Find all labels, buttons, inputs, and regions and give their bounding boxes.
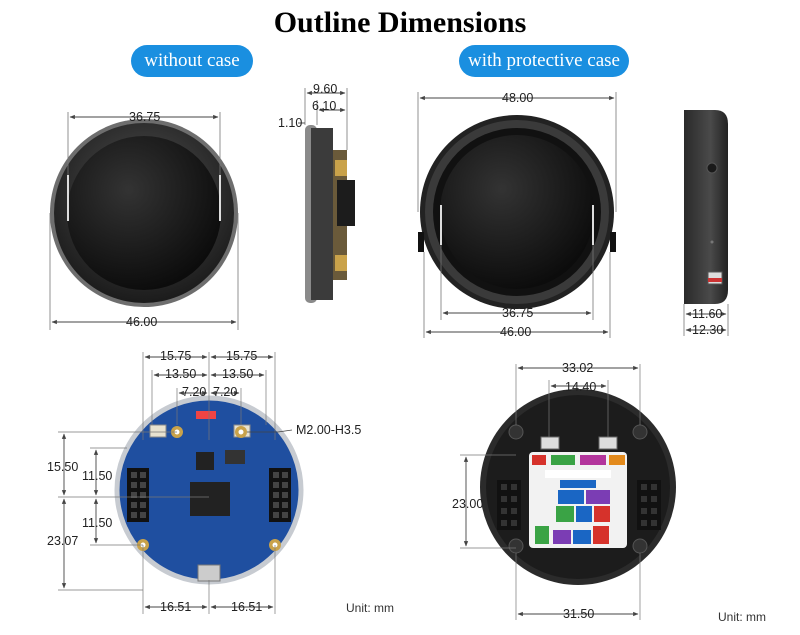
dim-side-body: 6.10 bbox=[312, 99, 337, 113]
dim-back-bottom-right: 16.51 bbox=[231, 600, 263, 614]
dim-case-back-bottom: 31.50 bbox=[563, 607, 595, 621]
unit-label-right: Unit: mm bbox=[718, 610, 766, 624]
page-title: Outline Dimensions bbox=[273, 6, 527, 39]
dim-back-half-inner-left: 7.20 bbox=[182, 385, 207, 399]
dim-case-outer: 48.00 bbox=[502, 91, 534, 105]
dim-side-total: 9.60 bbox=[313, 82, 338, 96]
dim-back-half-outer-right: 15.75 bbox=[226, 349, 258, 363]
dim-back-bottom-left: 16.51 bbox=[160, 600, 192, 614]
dim-case-side-outer: 12.30 bbox=[692, 323, 724, 337]
unit-label-left: Unit: mm bbox=[346, 601, 394, 615]
front-view-with-case bbox=[417, 92, 617, 338]
dim-case-back-inner: 14.40 bbox=[565, 380, 597, 394]
dim-case-back-vert: 23.00 bbox=[452, 497, 484, 511]
front-screen bbox=[67, 136, 221, 290]
dim-back-half-outer-left: 15.75 bbox=[160, 349, 192, 363]
side-view-no-case bbox=[298, 88, 355, 303]
dim-case-body: 46.00 bbox=[500, 325, 532, 339]
dim-case-back-top: 33.02 bbox=[562, 361, 594, 375]
side-view-with-case bbox=[683, 110, 729, 336]
dim-case-side-inner: 11.60 bbox=[692, 307, 723, 321]
dim-back-half-mid-right: 13.50 bbox=[222, 367, 254, 381]
with-case-label: with protective case bbox=[459, 45, 629, 77]
dim-side-glass: 1.10 bbox=[278, 116, 303, 130]
dim-back-vert-upper: 11.50 bbox=[82, 469, 113, 483]
without-case-label: without case bbox=[131, 45, 253, 77]
dim-back-vert-bottom: 23.07 bbox=[47, 534, 79, 548]
dim-back-vert-lower: 11.50 bbox=[82, 516, 113, 530]
hole-spec-label: M2.00-H3.5 bbox=[296, 423, 362, 437]
dim-back-half-mid-left: 13.50 bbox=[165, 367, 197, 381]
dim-case-inner: 36.75 bbox=[502, 306, 534, 320]
case-back-view bbox=[460, 364, 676, 620]
dim-back-vert-top: 15.50 bbox=[47, 460, 79, 474]
front-view-no-case bbox=[49, 112, 239, 330]
dim-back-half-inner-right: 7.20 bbox=[213, 385, 238, 399]
pcb-back-view bbox=[58, 352, 304, 614]
dim-front-inner: 36.75 bbox=[129, 110, 161, 124]
dim-front-outer: 46.00 bbox=[126, 315, 158, 329]
